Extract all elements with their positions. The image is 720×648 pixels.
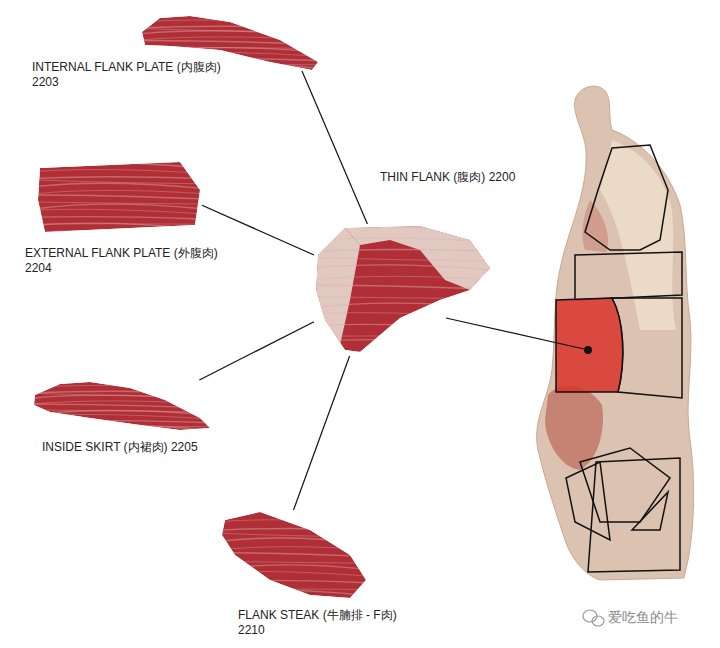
cut-outline: [566, 462, 610, 540]
watermark-icon: [583, 610, 604, 626]
cut-label: EXTERNAL FLANK PLATE (外腹肉) 2204: [25, 246, 230, 276]
meat-cut: FLANK STEAK (牛腩排 - F肉) 2210: [222, 510, 368, 602]
meat-cut: INTERNAL FLANK PLATE (内腹肉) 2203: [140, 14, 322, 71]
connector-line: [294, 356, 350, 510]
cut-label: INTERNAL FLANK PLATE (内腹肉) 2203: [32, 60, 237, 90]
meat-cut: EXTERNAL FLANK PLATE (外腹肉) 2204: [38, 162, 202, 233]
cut-label: FLANK STEAK (牛腩排 - F肉) 2210: [238, 608, 416, 638]
cut-label: INSIDE SKIRT (内裙肉) 2205: [42, 440, 198, 455]
meat-cut: THIN FLANK (腹肉) 2200: [314, 224, 492, 356]
carcass-outline: [537, 86, 694, 580]
meat-photo: [38, 162, 202, 233]
cut-label: THIN FLANK (腹肉) 2200: [380, 170, 515, 185]
cut-outline: [575, 252, 682, 300]
meat-photo: [314, 224, 492, 356]
cut-outline: [632, 492, 668, 530]
meat-photo: [32, 380, 212, 432]
leader-line: [446, 318, 584, 349]
meat-photo: [222, 510, 368, 602]
connector-line: [302, 71, 367, 224]
cut-outline: [585, 145, 668, 250]
watermark: 爱吃鱼的牛: [608, 609, 678, 625]
cut-outline: [580, 448, 670, 522]
connector-line: [202, 205, 314, 255]
connector-line: [199, 322, 314, 380]
meat-cut: INSIDE SKIRT (内裙肉) 2205: [32, 380, 212, 432]
location-dot: [584, 346, 592, 354]
